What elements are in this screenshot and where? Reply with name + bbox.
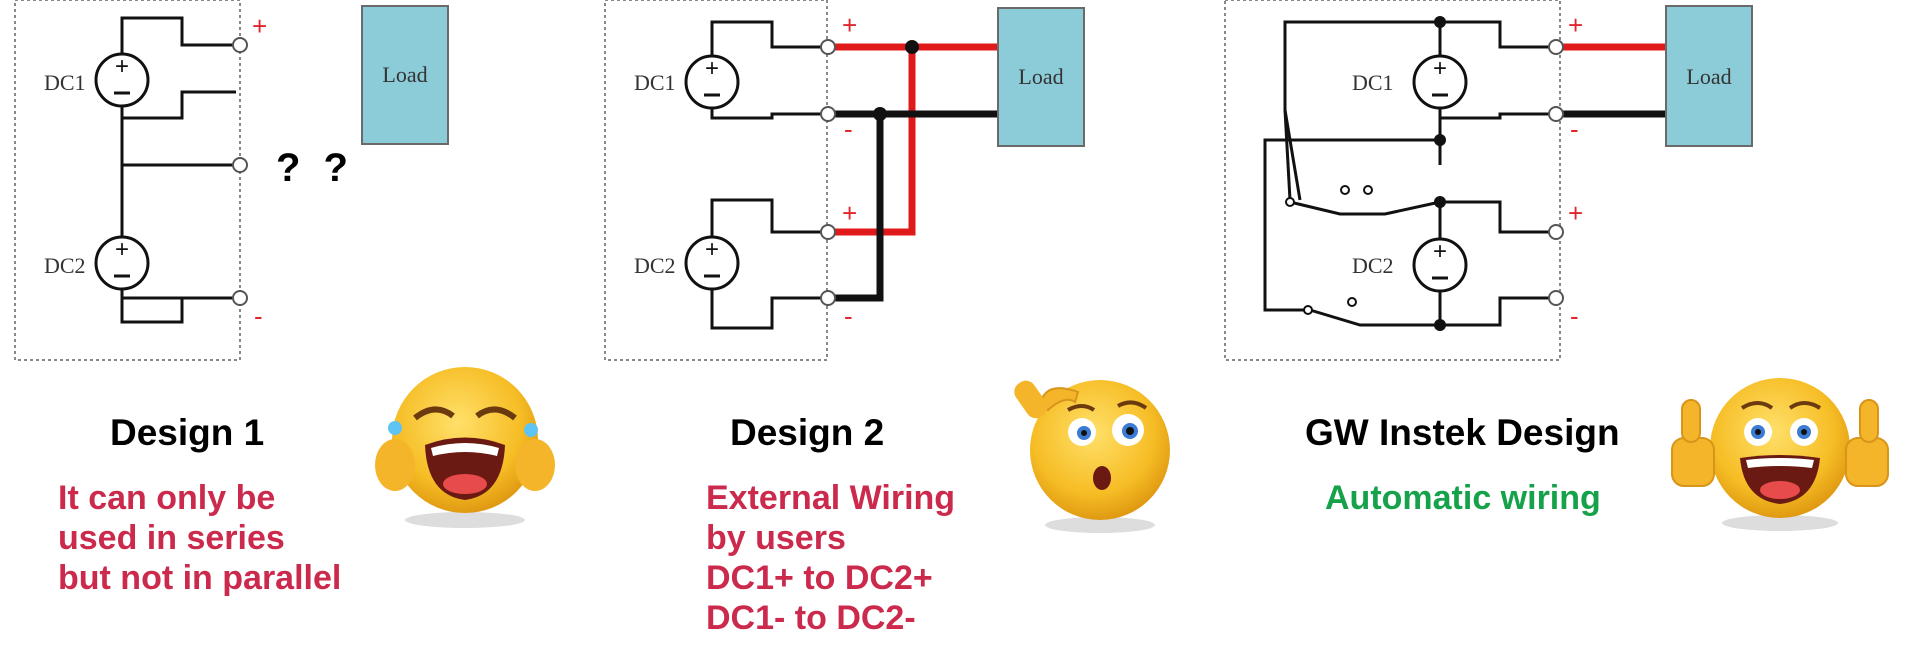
- dc1-label: DC1: [44, 70, 86, 95]
- description-line: External Wiring: [706, 479, 956, 517]
- minus-sign: -: [1570, 114, 1579, 144]
- minus-sign: -: [844, 301, 853, 331]
- plus-sign: +: [1568, 10, 1583, 40]
- terminal: [1548, 106, 1564, 122]
- minus-sign: -: [254, 301, 263, 331]
- panel-1-description: It can only be used in series but not in…: [58, 478, 341, 598]
- plus-sign: +: [1568, 198, 1583, 228]
- load-label: Load: [1686, 64, 1731, 89]
- dc2-label: DC2: [634, 253, 676, 278]
- panel-3-title: GW Instek Design: [1305, 412, 1620, 453]
- svg-text:+: +: [705, 236, 719, 263]
- svg-text:+: +: [115, 236, 129, 263]
- panel-2-description: External Wiring by users DC1+ to DC2+ DC…: [706, 478, 955, 638]
- terminal: [820, 39, 836, 55]
- dc1-source: +: [1412, 54, 1468, 110]
- load-label: Load: [1018, 64, 1063, 89]
- dc1-label: DC1: [1352, 70, 1394, 95]
- svg-text:+: +: [1433, 238, 1447, 265]
- terminal: [1548, 39, 1564, 55]
- load-box: [361, 5, 449, 145]
- dc2-source: +: [94, 235, 150, 291]
- terminal: [232, 157, 248, 173]
- description-line: Automatic wiring: [1325, 479, 1601, 517]
- dc2-label: DC2: [44, 253, 86, 278]
- description-line: DC1- to DC2-: [706, 599, 916, 637]
- terminal: [820, 290, 836, 306]
- minus-sign: -: [844, 114, 853, 144]
- svg-text:+: +: [705, 55, 719, 82]
- description-line: It can only be: [58, 479, 276, 517]
- terminal: [1548, 290, 1564, 306]
- thinking-face-icon: [1014, 380, 1170, 533]
- dc2-label: DC2: [1352, 253, 1394, 278]
- dc1-label: DC1: [634, 70, 676, 95]
- panel-3-description: Automatic wiring: [1325, 478, 1601, 518]
- dc2-source: +: [1412, 237, 1468, 293]
- plus-sign: +: [842, 10, 857, 40]
- svg-text:+: +: [1433, 55, 1447, 82]
- enclosure-box: [1224, 0, 1561, 361]
- svg-text:+: +: [115, 53, 129, 80]
- dc2-source: +: [684, 235, 740, 291]
- dc1-source: +: [94, 52, 150, 108]
- description-line: used in series: [58, 519, 285, 557]
- load-box: [997, 7, 1085, 147]
- minus-sign: -: [1570, 301, 1579, 331]
- dc1-source: +: [684, 54, 740, 110]
- negative-wiring: [830, 110, 1000, 302]
- terminal: [232, 37, 248, 53]
- panel-gw-instek-circuit: + + DC1 DC2 + -: [1224, 0, 1753, 361]
- enclosure-box: [14, 0, 241, 361]
- plus-sign: +: [252, 11, 267, 41]
- description-line: but not in parallel: [58, 559, 342, 597]
- crying-face-icon: [375, 367, 555, 528]
- panel-design-2-circuit: + + DC1 DC2 + - + - Load: [604, 0, 1085, 361]
- panel-design-1-circuit: + + DC1 DC2 + - Load: [14, 0, 449, 361]
- enclosure-box: [604, 0, 828, 361]
- description-line: by users: [706, 519, 846, 557]
- terminal: [820, 106, 836, 122]
- description-line: DC1+ to DC2+: [706, 559, 933, 597]
- terminal: [1548, 224, 1564, 240]
- plus-sign: +: [842, 198, 857, 228]
- load-label: Load: [382, 62, 427, 87]
- panel-1-title: Design 1: [110, 412, 265, 453]
- terminal: [232, 290, 248, 306]
- terminal: [820, 224, 836, 240]
- load-box: [1665, 5, 1753, 147]
- question-marks: ? ?: [276, 146, 354, 190]
- internal-switch: [1285, 185, 1373, 315]
- panel-2-title: Design 2: [730, 412, 885, 453]
- thumbs-up-face-icon: [1671, 378, 1889, 531]
